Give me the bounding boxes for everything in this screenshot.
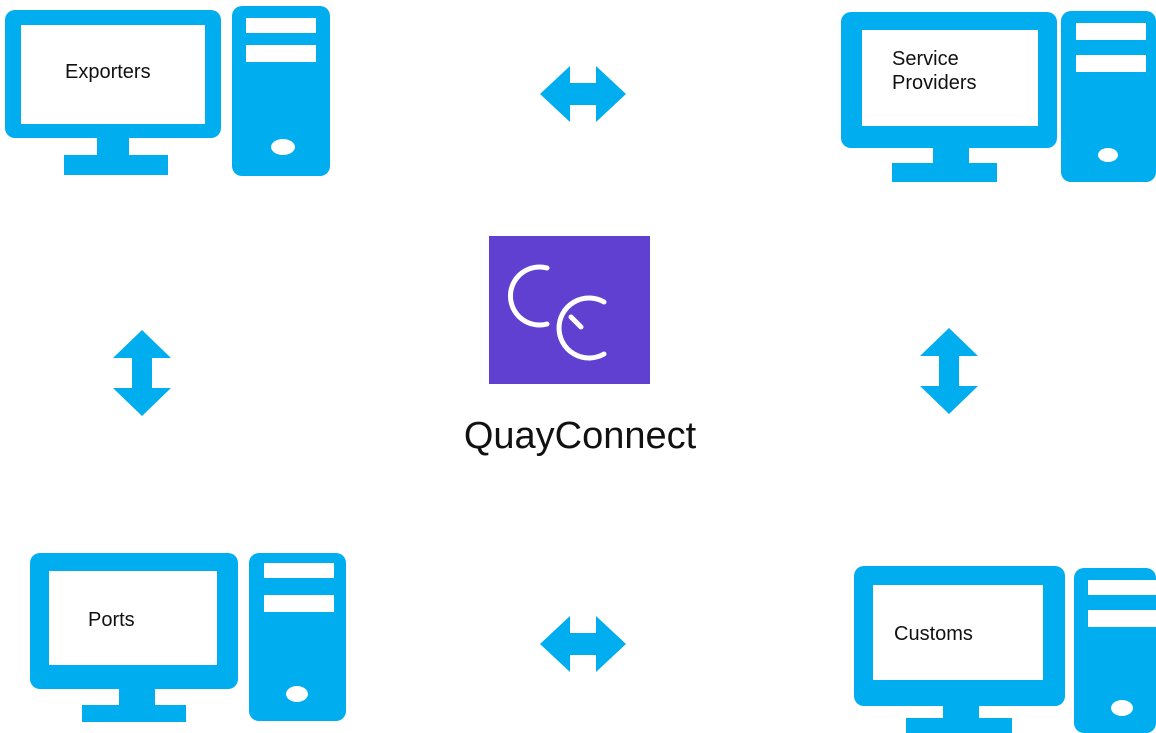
ports-node: Ports xyxy=(0,545,350,733)
double-arrow-horizontal-icon xyxy=(540,66,626,122)
desktop-computer-icon xyxy=(841,11,1156,182)
desktop-computer-icon xyxy=(5,6,330,176)
ports-label: Ports xyxy=(88,609,135,631)
exporters-node: Exporters xyxy=(0,0,340,180)
desktop-computer-icon xyxy=(30,553,346,722)
service-providers-node: Service Providers xyxy=(838,0,1156,185)
exporters-label: Exporters xyxy=(65,61,151,83)
service-providers-label: Service Providers xyxy=(892,48,977,94)
customs-label: Customs xyxy=(894,623,973,645)
double-arrow-vertical-icon xyxy=(920,328,978,414)
double-arrow-vertical-icon xyxy=(113,330,171,416)
desktop-computer-icon xyxy=(854,566,1156,733)
app-name: QuayConnect xyxy=(463,415,697,457)
double-arrow-horizontal-icon xyxy=(540,616,626,672)
customs-node: Customs xyxy=(850,560,1156,733)
quayconnect-logo xyxy=(489,236,650,384)
